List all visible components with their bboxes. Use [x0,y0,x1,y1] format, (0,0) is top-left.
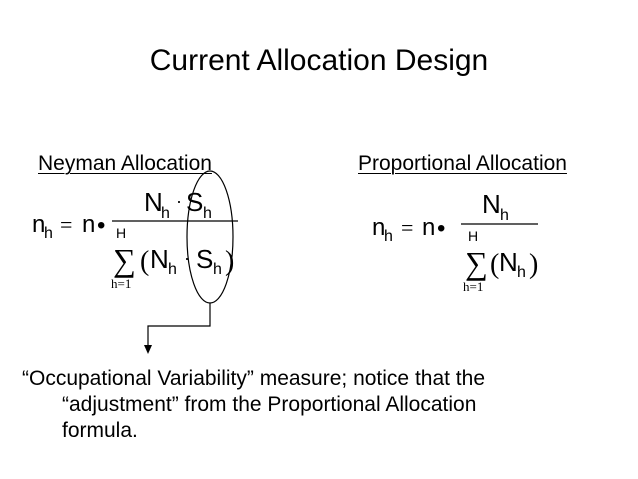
neyman-den-S-subscript: h [213,261,222,278]
prop-num-N-subscript: h [500,207,509,224]
neyman-formula: n h = n • N h · S h H ∑ h=1 ( N h · S h … [32,170,238,354]
neyman-n-subscript: h [44,225,53,242]
prop-den-N-subscript: h [517,264,526,281]
note-line-1: “Occupational Variability” measure; noti… [22,367,486,390]
prop-n-symbol: n [372,214,385,241]
prop-den-N: N [499,247,518,277]
prop-sum-lower-limit: h=1 [463,279,483,294]
neyman-allocation-label: Neyman Allocation [38,152,212,175]
neyman-num-S-subscript: h [203,205,212,222]
neyman-num-N-subscript: h [161,205,170,222]
neyman-num-S: S [186,187,203,217]
note-line-3: formula. [62,419,138,442]
neyman-sum-sign: ∑ [113,242,136,278]
slide-title: Current Allocation Design [149,44,489,77]
prop-n-total: n [422,214,435,241]
s-h-highlight-ellipse [186,170,234,304]
explanation-note: “Occupational Variability” measure; noti… [22,366,602,444]
proportional-formula: n h = n • N h H ∑ h=1 ( N h ) [372,189,538,294]
neyman-den-N: N [150,244,169,274]
neyman-n-symbol: n [32,211,45,238]
neyman-right-paren: ) [225,246,234,277]
callout-arrow-head [144,345,152,354]
prop-num-N: N [482,189,501,219]
neyman-bullet: • [97,212,105,239]
neyman-sum-lower-limit: h=1 [111,276,131,291]
prop-right-paren: ) [529,249,538,280]
proportional-allocation-label: Proportional Allocation [358,152,567,175]
prop-n-subscript: h [384,228,393,245]
neyman-n-total: n [82,211,95,238]
neyman-num-N: N [144,187,163,217]
callout-arrow-line [147,303,211,346]
neyman-num-cdot: · [176,191,182,211]
note-line-2: “adjustment” from the Proportional Alloc… [62,393,477,416]
prop-left-paren: ( [490,249,499,280]
neyman-equals: = [60,212,72,237]
neyman-den-cdot: · [184,248,190,268]
neyman-sum-upper-limit: H [116,225,126,241]
prop-bullet: • [437,215,445,242]
prop-sum-sign: ∑ [465,245,488,281]
neyman-den-S: S [196,244,213,274]
neyman-den-N-subscript: h [168,261,177,278]
prop-sum-upper-limit: H [468,228,478,244]
neyman-left-paren: ( [140,246,149,277]
prop-equals: = [401,215,413,240]
